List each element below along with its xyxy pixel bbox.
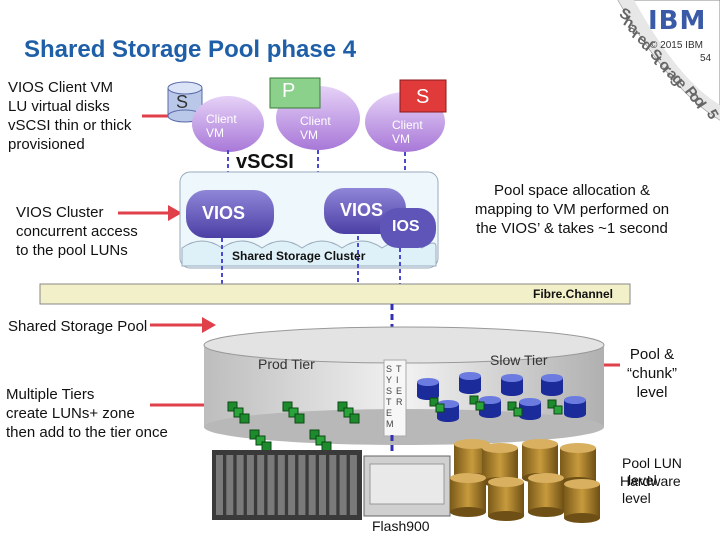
tier-char: Y	[386, 375, 393, 385]
client-vm-note: VIOS Client VM LU virtual disks vSCSI th…	[8, 78, 131, 154]
vm-label-line: VM	[392, 132, 410, 146]
note-line: VIOS Client VM	[8, 79, 114, 96]
prod-tier-label: Prod Tier	[258, 356, 315, 372]
slow-tier-label: Slow Tier	[490, 352, 548, 368]
arrow-pool	[150, 317, 216, 333]
note-line: the VIOS’ & takes ~1 second	[476, 220, 668, 237]
blue-disk-icon	[459, 372, 481, 394]
vm-2-letter: P	[282, 80, 296, 102]
vios-1-label: VIOS	[202, 203, 246, 223]
fibre-channel-label: Fibre.Channel	[533, 287, 614, 301]
hardware-level-note: Hardware level	[620, 473, 681, 507]
cluster-cloud	[181, 240, 437, 267]
vm-s-box	[399, 79, 447, 113]
blue-disk-icon	[564, 396, 586, 418]
tier-char: R	[396, 397, 403, 407]
pool-lun-level-note: Pool LUN level	[622, 455, 682, 489]
vm-1-label: Client VM	[206, 112, 237, 140]
allocation-note: Pool space allocation & mapping to VM pe…	[452, 181, 692, 238]
note-line: create LUNs+ zone	[6, 405, 135, 422]
note-line: level	[636, 384, 668, 401]
vm-label-line: VM	[206, 126, 224, 140]
fibre-channel-bar	[39, 283, 631, 305]
vm-label-line: Client	[300, 114, 331, 128]
note-line: provisioned	[8, 136, 85, 153]
disk-array-icon	[528, 473, 564, 517]
vm-3-letter: S	[416, 86, 430, 108]
note-line: then add to the tier once	[6, 424, 168, 441]
note-line: LU virtual disks	[8, 98, 110, 115]
tier-char: T	[386, 397, 392, 407]
vm-3-label: Client VM	[392, 118, 423, 146]
system-tier-text: S Y S T E M	[386, 364, 394, 430]
storage-rack-icon	[212, 450, 362, 520]
vios-3	[380, 208, 436, 248]
note-line: Pool LUN	[622, 455, 682, 471]
note-line: VIOS Cluster	[16, 204, 104, 221]
ibm-logo: IBM	[648, 6, 707, 36]
cluster-label: Shared Storage Cluster	[232, 249, 366, 263]
note-line: vSCSI thin or thick	[8, 117, 132, 134]
copyright-text: © 2015 IBM	[650, 40, 703, 51]
vm-1-letter: S	[176, 92, 189, 112]
disk-array-icon	[564, 479, 600, 523]
chunk-icon	[547, 399, 563, 415]
note-line: level	[622, 490, 651, 506]
tier-char: I	[396, 375, 399, 385]
vios-3-label: IOS	[392, 218, 420, 235]
tier-char: M	[386, 419, 394, 429]
chunk-level-note: Pool & “chunk” level	[612, 345, 692, 402]
chunk-icon	[429, 397, 445, 413]
note-line: Pool space allocation &	[494, 182, 650, 199]
chunk-icon	[507, 401, 523, 417]
tier-char: E	[386, 408, 393, 418]
disk-array-icon	[488, 477, 524, 521]
client-vm-1	[192, 96, 264, 152]
note-line: Multiple Tiers	[6, 386, 95, 403]
tier-char: S	[386, 386, 393, 396]
chunk-icon	[337, 401, 360, 424]
vios-1	[186, 190, 274, 238]
vm-label-line: Client	[392, 118, 423, 132]
vm-2-label: Client VM	[300, 114, 331, 142]
chunk-icon	[227, 401, 250, 424]
note-line: concurrent access	[16, 223, 138, 240]
blue-disk-icon	[519, 398, 541, 420]
chunk-icon	[282, 401, 305, 424]
blue-disk-icon	[541, 374, 563, 396]
tier-char: T	[396, 364, 402, 374]
note-line: “chunk”	[626, 365, 678, 382]
tier-char: E	[396, 386, 403, 396]
vm-label-line: Client	[206, 112, 237, 126]
vm-p-box	[269, 77, 321, 109]
page-number: 54	[700, 53, 712, 64]
note-line: mapping to VM performed on	[474, 201, 670, 218]
note-line: to the pool LUNs	[16, 242, 128, 259]
page-title: Shared Storage Pool phase 4	[24, 36, 357, 63]
blue-disk-icon	[501, 374, 523, 396]
note-line: level	[628, 472, 657, 488]
vscsi-label: vSCSI	[236, 151, 294, 173]
chunk-icon	[249, 429, 272, 452]
blue-disk-icon	[417, 378, 439, 400]
system-tier-band	[383, 359, 407, 437]
tier-char: S	[386, 364, 393, 374]
vm-label-line: VM	[300, 128, 318, 142]
shared-storage-pool-label: Shared Storage Pool	[8, 318, 148, 335]
vios-cluster-note: VIOS Cluster concurrent access to the po…	[16, 203, 138, 260]
flash900-label: Flash900	[372, 518, 430, 534]
disk-array-icon	[450, 473, 486, 517]
note-line: Pool &	[629, 346, 675, 363]
tier-text: T I E R	[396, 364, 403, 408]
multiple-tiers-note: Multiple Tiers create LUNs+ zone then ad…	[6, 385, 168, 442]
vios-2-label: VIOS	[340, 200, 384, 220]
note-line: Hardware	[620, 473, 681, 489]
chunk-icon	[469, 395, 485, 411]
arrow-cluster	[118, 205, 182, 221]
